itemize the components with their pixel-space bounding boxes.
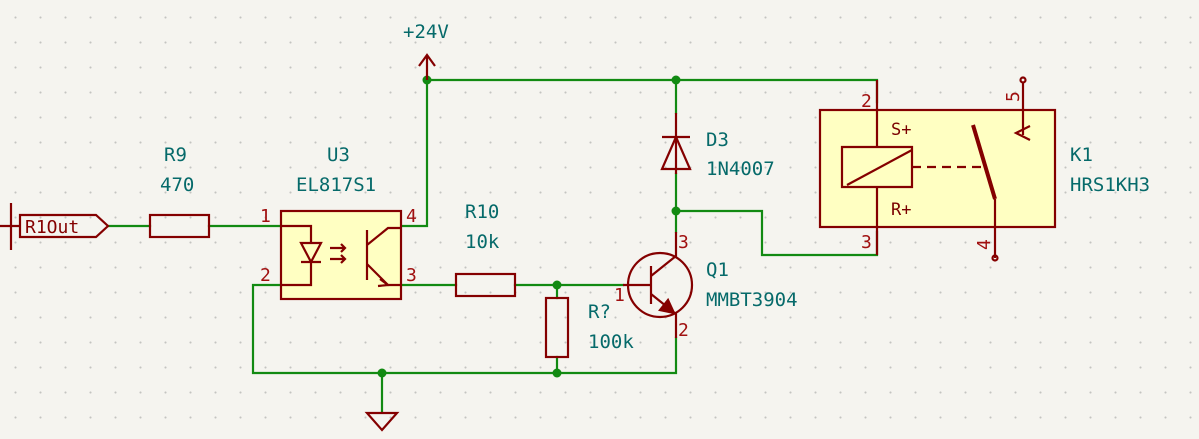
r10-value: 10k [465, 231, 500, 253]
resistor-body [454, 272, 517, 298]
resistor-r9[interactable]: R9 470 [148, 144, 211, 239]
junction-dot [552, 280, 562, 290]
q1-emitter-pin-number: 2 [678, 320, 689, 341]
crosshair-marker-icon [0, 203, 20, 250]
junctions [377, 75, 681, 378]
diode-d3[interactable]: D3 1N4007 [660, 113, 775, 180]
d3-value: 1N4007 [706, 158, 775, 180]
resistor-body [148, 213, 211, 239]
transistor-q1[interactable]: 1 2 3 Q1 MMBT3904 [614, 232, 798, 341]
rq-reference: R? [588, 301, 611, 323]
k1-value: HRS1KH3 [1070, 174, 1150, 196]
u3-pin1-number: 1 [260, 206, 271, 227]
q1-collector-pin-number: 3 [678, 232, 689, 253]
relay-switch-contact-icon [971, 124, 997, 200]
k1-r-plus-label: R+ [891, 200, 911, 220]
relay-nc-contact-icon [1013, 125, 1031, 141]
ground-symbol[interactable] [364, 411, 400, 432]
diode-icon [660, 134, 692, 171]
relay-coil-diagonal [846, 149, 913, 186]
k1-s-plus-label: S+ [891, 120, 911, 140]
relay-coil-icon [840, 145, 914, 189]
pin5-terminal-icon [1019, 76, 1027, 84]
transistor-emitter-lead [650, 293, 678, 338]
resistor-r10[interactable]: R10 10k [454, 201, 517, 298]
u3-value: EL817S1 [296, 174, 376, 196]
u3-led-wiring [281, 224, 313, 287]
pin4-terminal-icon [991, 254, 999, 262]
q1-value: MMBT3904 [706, 289, 798, 311]
u3-pin3-number: 3 [406, 265, 417, 286]
wire-vcc-rail [425, 78, 879, 104]
resistor-body [544, 296, 570, 359]
junction-dot [377, 368, 387, 378]
d3-reference: D3 [706, 129, 729, 151]
junction-dot [552, 368, 562, 378]
global-label-text: R1Out [25, 217, 79, 238]
resistor-rq[interactable]: R? 100k [544, 296, 634, 359]
power-24v-symbol[interactable]: +24V [403, 21, 449, 80]
power-24v-label: +24V [403, 21, 449, 43]
k1-pin5-number: 5 [1003, 91, 1024, 102]
junction-dot [671, 75, 681, 85]
u3-reference: U3 [327, 144, 350, 166]
transistor-base-bar [623, 266, 653, 304]
global-label-r1out[interactable]: R1Out [0, 203, 110, 250]
rq-value: 100k [588, 331, 634, 353]
r10-reference: R10 [465, 201, 499, 223]
ground-icon [364, 411, 400, 432]
wire-u3-pin4-vcc [399, 78, 429, 228]
r9-reference: R9 [164, 144, 187, 166]
k1-pin4-number: 4 [974, 239, 995, 250]
k1-pin3-number: 3 [861, 232, 872, 253]
optocoupler-u3[interactable]: 1 2 3 4 U3 EL817S1 [260, 144, 417, 301]
transistor-collector-lead [650, 232, 678, 277]
u3-pin4-number: 4 [406, 206, 417, 227]
junction-dot [671, 206, 681, 216]
q1-reference: Q1 [706, 259, 729, 281]
r9-value: 470 [160, 174, 194, 196]
emitter-arrow-icon [658, 297, 676, 315]
k1-pin2-number: 2 [861, 91, 872, 112]
light-arrows-icon [330, 243, 347, 264]
u3-pin2-number: 2 [260, 265, 271, 286]
wire-u3-pin2-gnd-rail [251, 283, 678, 375]
q1-base-pin-number: 1 [614, 285, 625, 306]
phototransistor-arrow-icon [377, 278, 391, 288]
power-arrow-icon [418, 53, 436, 80]
relay-k1[interactable]: 2 3 4 5 S+ R+ K1 HRS1KH3 [818, 76, 1150, 262]
global-label-flag [18, 213, 110, 239]
k1-reference: K1 [1070, 144, 1093, 166]
led-icon [299, 241, 323, 265]
